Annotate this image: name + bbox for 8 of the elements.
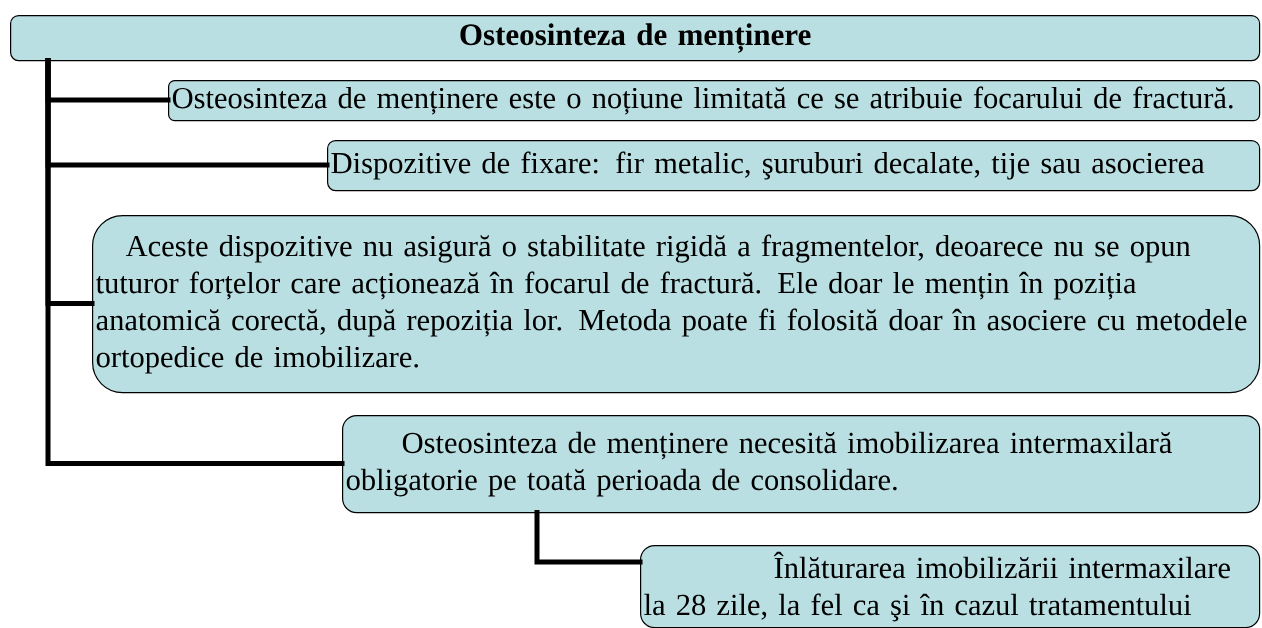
connector-line	[45, 58, 345, 466]
title-box: Osteosinteza de menținere	[10, 15, 1261, 62]
text-box: Dispozitive de fixare: fir metalic, şuruburi decalate, tije sau asocierea	[327, 140, 1261, 192]
text-box: Osteosinteza de menținere este o noțiune limitată ce se atribuie focarului de fractură.	[168, 80, 1261, 122]
connector-line	[534, 510, 643, 565]
text-box: Osteosinteza de menținere necesită imobilizarea intermaxilară obligatorie pe toată perioada de consolidare.	[342, 415, 1261, 514]
text-box: Înlăturarea imobilizării intermaxilare la 28 zile, la fel ca şi în cazul tratamentului	[640, 545, 1261, 628]
text-box: Aceste dispozitive nu asigură o stabilitate rigidă a fragmentelor, deoarece nu se opun tuturor forțelor care acționează în focarul de fractură. Ele doar le mențin în poziția anatomică corectă, după repoziția lor. Metoda poate fi folosită doar în asociere cu metodele ortopedice de imobilizare.	[92, 215, 1261, 394]
